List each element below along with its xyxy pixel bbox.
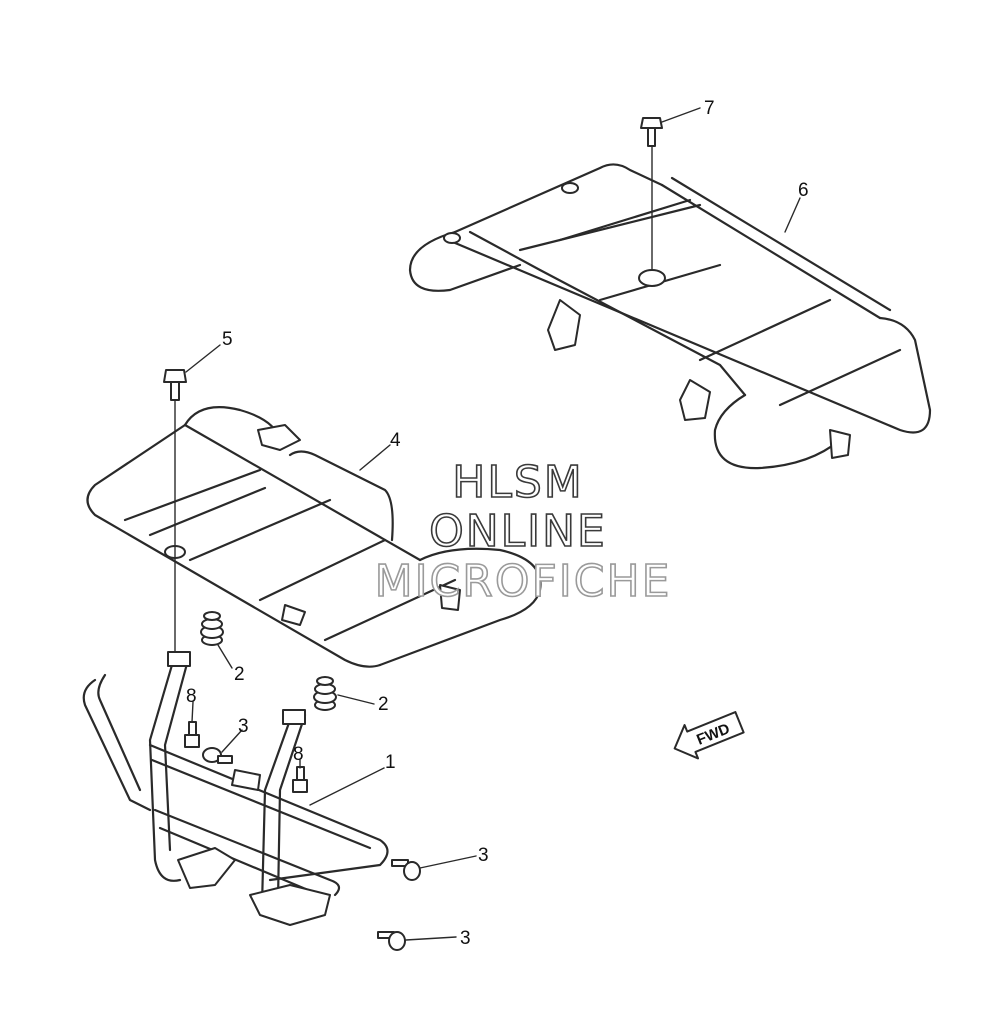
bolt-3b [391, 859, 421, 881]
rear-carrier [408, 163, 932, 470]
callout-5: 5 [222, 329, 233, 350]
callout-7: 7 [704, 98, 715, 119]
callout-3b: 3 [478, 845, 489, 866]
callout-2b: 2 [378, 694, 389, 715]
bolt-3a [202, 747, 233, 764]
callout-1: 1 [385, 752, 396, 773]
callout-8a: 8 [186, 686, 197, 707]
leader-lines [185, 107, 801, 941]
front-carrier [86, 406, 542, 668]
callout-4: 4 [390, 430, 401, 451]
callout-6: 6 [798, 180, 809, 201]
grommet-2b [313, 676, 337, 711]
watermark-line-3: MICROFICHE [375, 556, 672, 607]
watermark-line-1: HLSM [452, 457, 584, 508]
watermark: HLSM ONLINE MICROFICHE [374, 456, 672, 608]
bolt-3c [377, 931, 406, 951]
bolt-7 [640, 117, 663, 271]
bolt-8a [184, 721, 200, 748]
callout-8b: 8 [293, 744, 304, 765]
grommet-2a [200, 611, 224, 646]
callout-2a: 2 [234, 664, 245, 685]
carrier-bracket [82, 651, 389, 926]
callout-3c: 3 [460, 928, 471, 949]
watermark-line-2: ONLINE [429, 506, 607, 557]
bolt-8b [292, 766, 308, 793]
fwd-arrow: FWD [673, 711, 745, 760]
bolt-5 [163, 369, 187, 661]
callout-3a: 3 [238, 716, 249, 737]
